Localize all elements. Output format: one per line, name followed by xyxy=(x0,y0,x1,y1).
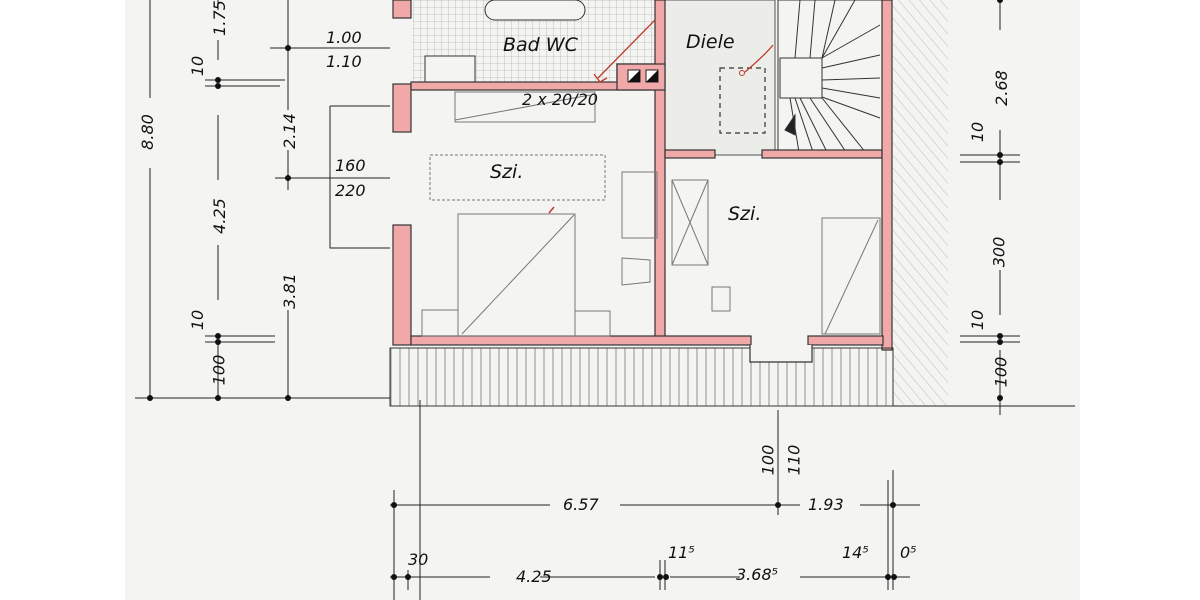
dimension-dots xyxy=(147,0,1003,580)
bedroom-right-furniture xyxy=(671,179,881,335)
walls xyxy=(392,0,893,351)
dim-door-a: 100 xyxy=(758,444,778,476)
dim-bottom-14-5: 14⁵ xyxy=(842,543,869,562)
dim-left-total: 8.80 xyxy=(137,114,157,150)
bathtub xyxy=(484,0,586,21)
chimney-annotation: 2 x 20/20 xyxy=(522,90,598,109)
dim-left-4: 10 xyxy=(188,309,208,331)
dim-bottom-6-57: 6.57 xyxy=(563,495,599,514)
dim-window-mid-upper: 160 xyxy=(335,156,366,175)
dim-bottom-3-68-5: 3.68⁵ xyxy=(736,565,779,584)
room-label-bedroom-left: Szi. xyxy=(490,161,524,183)
attic-hatch xyxy=(719,67,766,134)
balcony xyxy=(389,347,894,407)
dim-bottom-30: 30 xyxy=(408,550,429,569)
washbasin xyxy=(424,55,476,83)
dim-left-2: 10 xyxy=(188,55,208,77)
dim-left-1: 1.75 xyxy=(209,0,229,36)
dim-door-b: 110 xyxy=(784,444,804,476)
dim-left-third-2: 3.81 xyxy=(279,273,299,309)
exterior-hatching xyxy=(893,0,948,405)
dim-right-4: 10 xyxy=(968,309,988,331)
dim-right-2: 10 xyxy=(968,121,988,143)
staircase xyxy=(777,0,884,159)
dim-bottom-4-25: 4.25 xyxy=(516,567,552,586)
dim-window-top-lower: 1.10 xyxy=(326,52,362,71)
dim-window-mid-lower: 220 xyxy=(335,181,366,200)
room-label-hall: Diele xyxy=(686,31,735,53)
dim-window-top-upper: 1.00 xyxy=(326,28,362,47)
dim-left-third-1: 2.14 xyxy=(279,113,299,149)
dim-right-1: 2.68 xyxy=(991,70,1011,106)
dim-bottom-11-5: 11⁵ xyxy=(668,543,695,562)
dim-bottom-0-5: 0⁵ xyxy=(900,543,917,562)
room-label-bedroom-right: Szi. xyxy=(728,203,762,225)
chimney-flues xyxy=(627,69,659,83)
dim-left-5: 100 xyxy=(209,354,229,386)
dim-left-3: 4.25 xyxy=(209,198,229,234)
dim-right-5: 100 xyxy=(991,356,1011,388)
bedroom-left-furniture xyxy=(421,91,658,337)
room-label-bath: Bad WC xyxy=(503,34,578,56)
dim-right-3: 300 xyxy=(989,236,1009,268)
dim-bottom-1-93: 1.93 xyxy=(808,495,844,514)
red-check-mark xyxy=(548,206,555,214)
